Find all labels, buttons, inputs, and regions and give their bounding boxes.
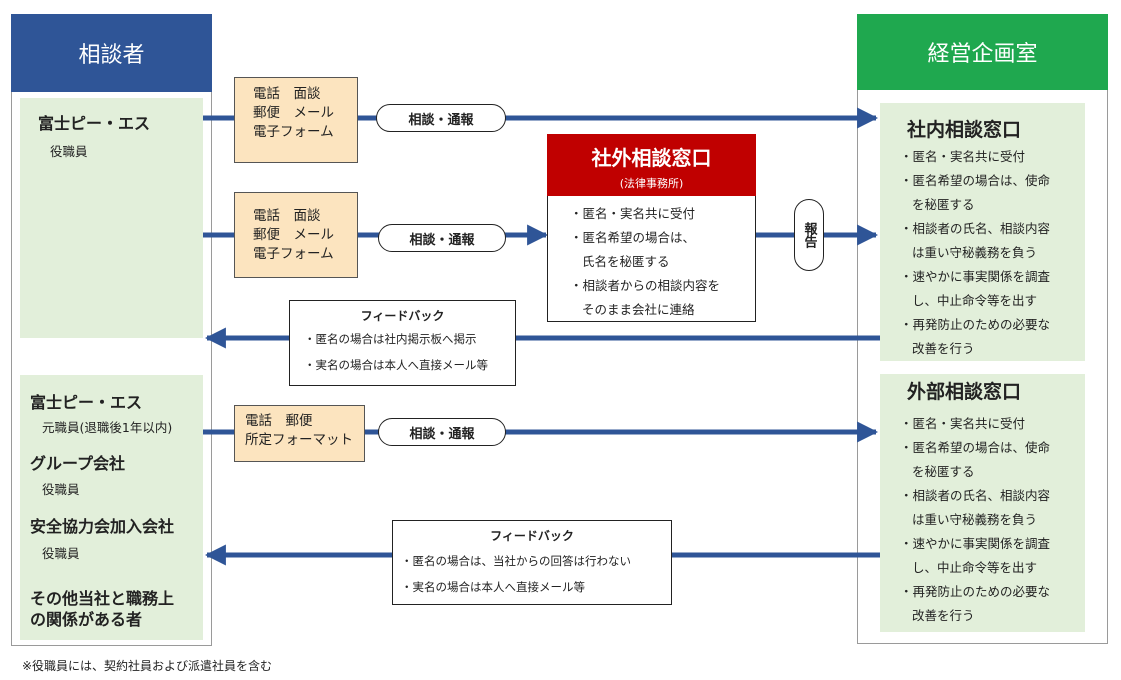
outside-window-header: 社外相談窓口 (法律事務所): [547, 134, 756, 196]
outside-item: ・匿名・実名共に受付: [570, 206, 696, 221]
group2-item4-name-line1: その他当社と職務上: [30, 589, 175, 608]
method-line: 所定フォーマット: [245, 432, 353, 448]
external-item: ・再発防止のための必要な: [900, 584, 1051, 599]
outside-item: ・相談者からの相談内容を: [570, 278, 721, 293]
external-window-items: ・匿名・実名共に受付 ・匿名希望の場合は、使命 を秘匿する ・相談者の氏名、相談…: [900, 412, 1050, 628]
consult-report-label-1: 相談・通報: [376, 104, 506, 132]
consult-report-label-2: 相談・通報: [378, 224, 506, 252]
internal-item: ・速やかに事実関係を調査: [900, 269, 1051, 284]
internal-item: 改善を行う: [912, 341, 975, 356]
group2-item2-member: 役職員: [42, 482, 80, 497]
outside-item: ・匿名希望の場合は、: [570, 230, 696, 245]
group2-item1-name: 富士ピー・エス: [30, 393, 143, 412]
method-line: 電話 郵便: [245, 413, 313, 429]
feedback-box-1: フィードバック ・匿名の場合は社内掲示板へ掲示 ・実名の場合は本人へ直接メール等: [289, 300, 516, 386]
method-line: 郵便 メール: [253, 105, 334, 121]
internal-window-title: 社内相談窓口: [907, 119, 1022, 141]
outside-item: そのまま会社に連絡: [582, 302, 695, 317]
external-item: は重い守秘義務を負う: [912, 512, 1038, 527]
external-item: ・速やかに事実関係を調査: [900, 536, 1051, 551]
contact-method-box-3: 電話 郵便 所定フォーマット: [234, 405, 365, 462]
internal-item: ・再発防止のための必要な: [900, 317, 1051, 332]
group2-item2-name: グループ会社: [30, 454, 126, 473]
feedback-2-title: フィードバック: [490, 529, 574, 543]
external-item: 改善を行う: [912, 608, 975, 623]
outside-window-body: ・匿名・実名共に受付 ・匿名希望の場合は、 氏名を秘匿する ・相談者からの相談内…: [547, 196, 756, 322]
feedback-2-item: ・実名の場合は本人へ直接メール等: [401, 580, 585, 594]
feedback-box-2: フィードバック ・匿名の場合は、当社からの回答は行わない ・実名の場合は本人へ直…: [392, 520, 672, 605]
outside-window-title: 社外相談窓口: [591, 146, 712, 170]
internal-window: 社内相談窓口 ・匿名・実名共に受付 ・匿名希望の場合は、使命 を秘匿する ・相談…: [880, 103, 1085, 361]
consulter-group-1: 富士ピー・エス 役職員: [20, 98, 203, 338]
group1-name: 富士ピー・エス: [38, 114, 151, 133]
planning-office-header: 経営企画室: [857, 14, 1108, 90]
contact-method-box-2: 電話 面談 郵便 メール 電子フォーム: [234, 192, 358, 278]
method-line: 電子フォーム: [253, 124, 334, 140]
internal-item: ・匿名・実名共に受付: [900, 149, 1026, 164]
method-line: 郵便 メール: [253, 227, 334, 243]
internal-item: ・相談者の氏名、相談内容: [900, 221, 1051, 236]
feedback-2-item: ・匿名の場合は、当社からの回答は行わない: [401, 554, 631, 568]
internal-item: ・匿名希望の場合は、使命: [900, 173, 1051, 188]
method-line: 電話 面談: [253, 208, 321, 224]
internal-item: を秘匿する: [912, 197, 975, 212]
feedback-1-item: ・匿名の場合は社内掲示板へ掲示: [304, 332, 477, 346]
external-item: を秘匿する: [912, 464, 975, 479]
method-line: 電子フォーム: [253, 246, 334, 262]
group2-item3-name: 安全協力会加入会社: [30, 517, 175, 536]
external-item: ・相談者の氏名、相談内容: [900, 488, 1051, 503]
outside-window-subtitle: (法律事務所): [619, 177, 684, 190]
group2-item3-member: 役職員: [42, 546, 80, 561]
consulter-group-2: 富士ピー・エス 元職員(退職後1年以内) グループ会社 役職員 安全協力会加入会…: [20, 375, 203, 640]
feedback-1-title: フィードバック: [360, 309, 445, 323]
footnote: ※役職員には、契約社員および派遣社員を含む: [22, 659, 273, 673]
report-label: 報告: [794, 199, 824, 271]
feedback-1-item: ・実名の場合は本人へ直接メール等: [304, 358, 488, 372]
external-item: ・匿名・実名共に受付: [900, 416, 1026, 431]
external-window-title: 外部相談窓口: [907, 381, 1022, 403]
consult-report-label-3: 相談・通報: [378, 418, 506, 446]
outside-item: 氏名を秘匿する: [582, 254, 670, 269]
external-item: し、中止命令等を出す: [912, 560, 1038, 575]
report-label-text: 報告: [801, 222, 817, 248]
group2-item1-member: 元職員(退職後1年以内): [42, 420, 173, 435]
internal-item: は重い守秘義務を負う: [912, 245, 1038, 260]
consulter-header: 相談者: [11, 14, 212, 92]
group2-item4-name-line2: の関係がある者: [30, 610, 143, 629]
external-window: 外部相談窓口 ・匿名・実名共に受付 ・匿名希望の場合は、使命 を秘匿する ・相談…: [880, 374, 1085, 632]
group1-member: 役職員: [50, 144, 88, 159]
method-line: 電話 面談: [253, 86, 321, 102]
internal-window-items: ・匿名・実名共に受付 ・匿名希望の場合は、使命 を秘匿する ・相談者の氏名、相談…: [900, 145, 1050, 361]
external-item: ・匿名希望の場合は、使命: [900, 440, 1051, 455]
contact-method-box-1: 電話 面談 郵便 メール 電子フォーム: [234, 77, 358, 163]
internal-item: し、中止命令等を出す: [912, 293, 1038, 308]
